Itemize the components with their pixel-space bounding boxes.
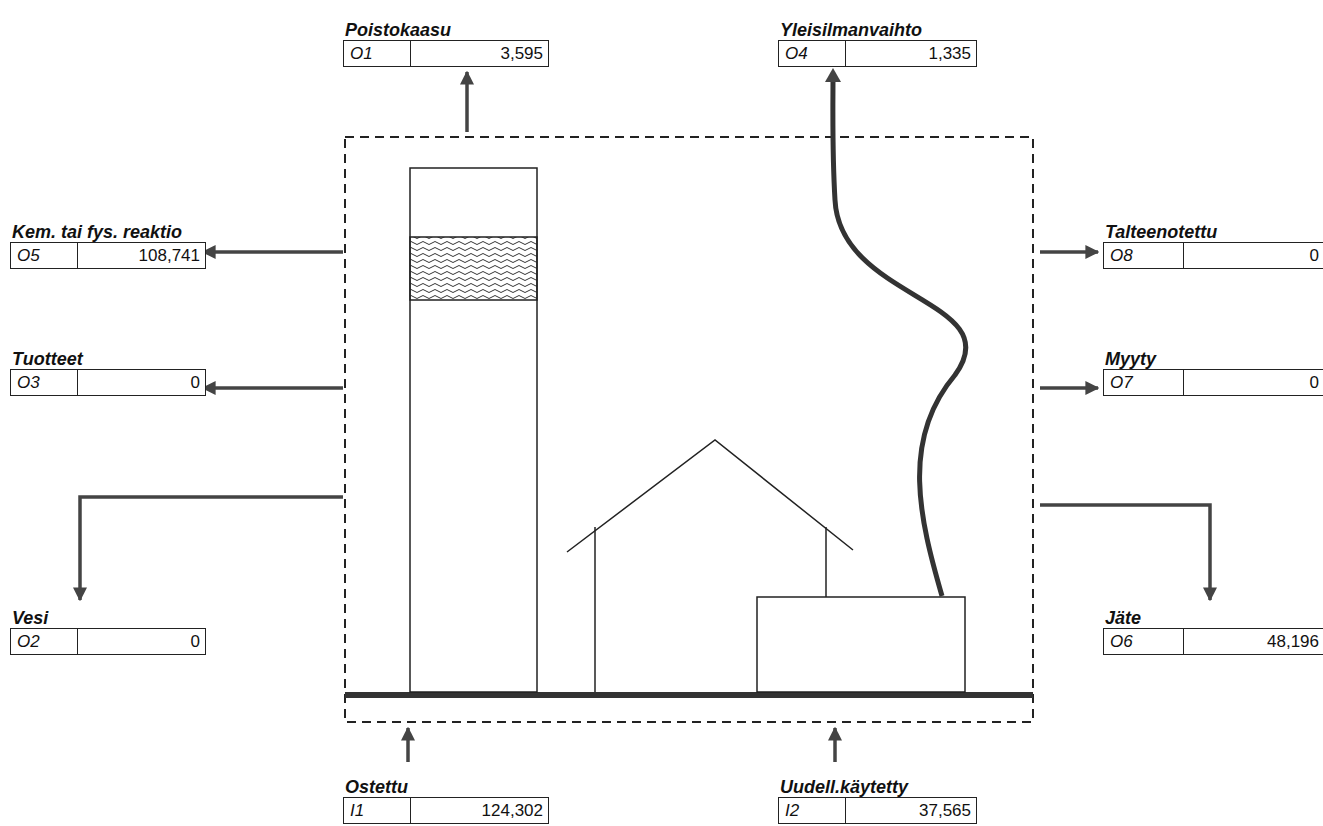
flow-box: Kem. tai fys. reaktioO5108,741 <box>10 222 206 269</box>
value-row: O70 <box>1103 369 1323 396</box>
value-row: I237,565 <box>778 797 977 824</box>
flow-box: JäteO648,196 <box>1103 608 1323 655</box>
flow-label: Vesi <box>10 608 206 628</box>
house-wall <box>594 527 596 692</box>
value-row: O80 <box>1103 242 1323 269</box>
flow-code: I1 <box>344 798 411 823</box>
flow-label: Yleisilmanvaihto <box>778 20 977 40</box>
flow-code: O8 <box>1104 243 1184 268</box>
flow-value: 0 <box>78 370 205 395</box>
house-wall <box>825 527 827 597</box>
flow-box: OstettuI1124,302 <box>343 777 549 824</box>
flow-box: TalteenotettuO80 <box>1103 222 1323 269</box>
flow-label: Uudell.käytetty <box>778 777 977 797</box>
house-roof <box>567 440 853 552</box>
flow-value: 0 <box>78 629 205 654</box>
flow-label: Kem. tai fys. reaktio <box>10 222 206 242</box>
flow-value: 3,595 <box>411 41 548 66</box>
tower-band <box>410 237 537 300</box>
ventilation-duct <box>833 76 966 596</box>
flow-value: 124,302 <box>411 798 548 823</box>
flow-box: VesiO20 <box>10 608 206 655</box>
flow-label: Ostettu <box>343 777 549 797</box>
value-row: O5108,741 <box>10 242 206 269</box>
flow-label: Myyty <box>1103 349 1323 369</box>
flow-value: 0 <box>1184 370 1323 395</box>
tower <box>410 168 537 692</box>
flow-value: 37,565 <box>846 798 976 823</box>
flow-box: Uudell.käytettyI237,565 <box>778 777 977 824</box>
flow-code: O6 <box>1104 629 1184 654</box>
flow-code: O7 <box>1104 370 1184 395</box>
flow-value: 0 <box>1184 243 1323 268</box>
value-row: O648,196 <box>1103 628 1323 655</box>
value-row: O13,595 <box>343 40 549 67</box>
flow-value: 48,196 <box>1184 629 1323 654</box>
flow-code: O5 <box>11 243 78 268</box>
value-row: O30 <box>10 369 206 396</box>
flow-label: Poistokaasu <box>343 20 549 40</box>
low-building <box>757 597 965 692</box>
flow-label: Jäte <box>1103 608 1323 628</box>
flow-box: MyytyO70 <box>1103 349 1323 396</box>
flow-label: Tuotteet <box>10 349 206 369</box>
value-row: O41,335 <box>778 40 977 67</box>
system-boundary <box>345 137 1033 722</box>
flow-code: O2 <box>11 629 78 654</box>
flow-code: I2 <box>779 798 846 823</box>
flow-arrows <box>80 72 1210 762</box>
flow-label: Talteenotettu <box>1103 222 1323 242</box>
flow-box: YleisilmanvaihtoO41,335 <box>778 20 977 67</box>
flow-box: TuotteetO30 <box>10 349 206 396</box>
flow-value: 1,335 <box>846 41 976 66</box>
flow-code: O3 <box>11 370 78 395</box>
value-row: I1124,302 <box>343 797 549 824</box>
ground-line <box>345 692 1033 698</box>
flow-code: O4 <box>779 41 846 66</box>
value-row: O20 <box>10 628 206 655</box>
arrow-head <box>825 68 841 82</box>
flow-box: PoistokaasuO13,595 <box>343 20 549 67</box>
flow-value: 108,741 <box>78 243 205 268</box>
flow-code: O1 <box>344 41 411 66</box>
